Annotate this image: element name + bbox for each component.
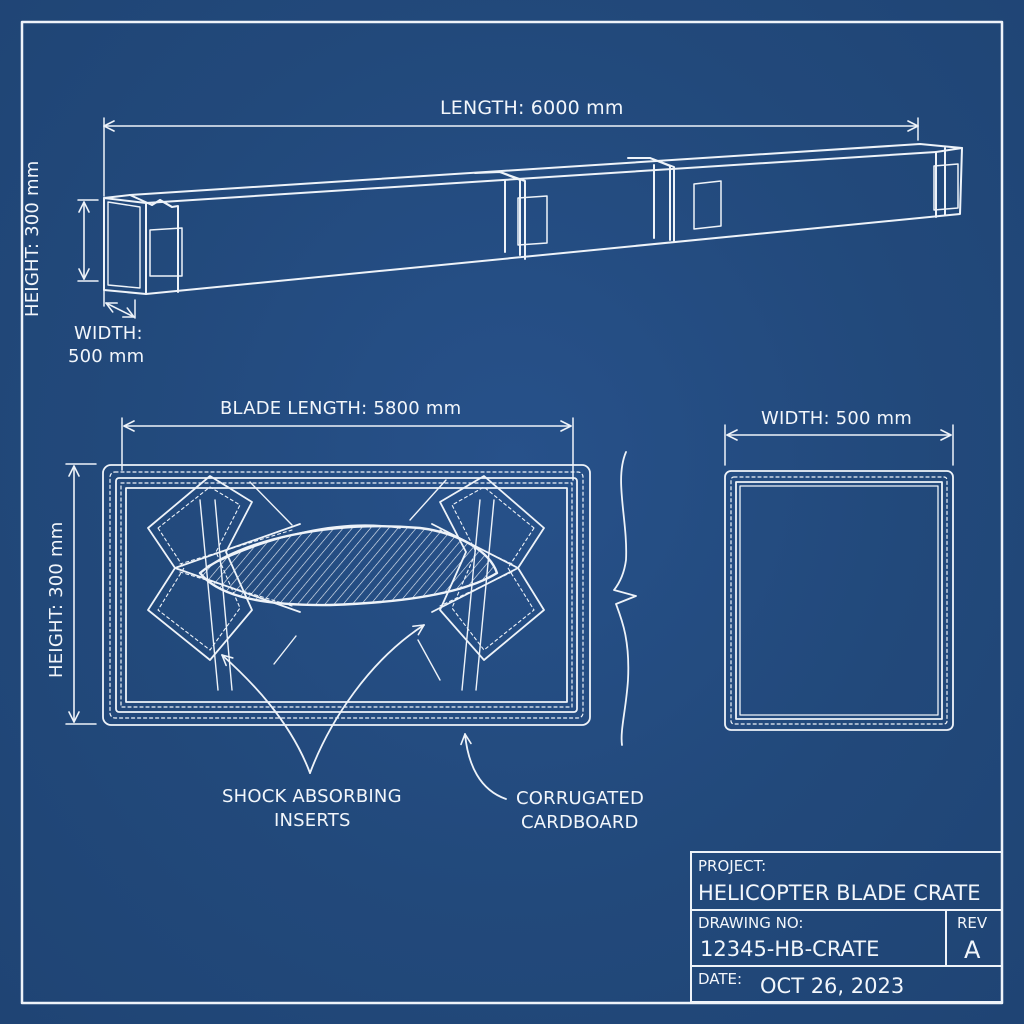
iso-height-label: HEIGHT: 300 mm	[22, 160, 43, 317]
date-cell: DATE: OCT 26, 2023	[690, 965, 1003, 1003]
project-caption: PROJECT:	[698, 857, 767, 875]
cardboard-callout-line1: CORRUGATED	[516, 788, 645, 809]
inserts-callout-line2: INSERTS	[274, 810, 351, 831]
end-view	[724, 424, 954, 731]
brace	[613, 451, 637, 746]
date-caption: DATE:	[698, 970, 743, 988]
cardboard-callout-line2: CARDBOARD	[521, 812, 639, 833]
drawing-cell: DRAWING NO: 12345-HB-CRATE	[690, 909, 947, 967]
rev-caption: REV	[957, 914, 988, 932]
project-value: HELICOPTER BLADE CRATE	[698, 881, 981, 905]
end-width-label: WIDTH: 500 mm	[761, 408, 913, 429]
drawing-caption: DRAWING NO:	[698, 914, 804, 932]
inserts-callout-line1: SHOCK ABSORBING	[222, 786, 402, 807]
rev-value: A	[964, 936, 981, 964]
sheet-border	[20, 20, 1004, 1005]
rev-cell: REV A	[945, 909, 1003, 967]
project-cell: PROJECT: HELICOPTER BLADE CRATE	[690, 851, 1003, 911]
date-value: OCT 26, 2023	[760, 974, 905, 998]
blade-length-label: BLADE LENGTH: 5800 mm	[220, 398, 462, 419]
isometric-crate	[77, 117, 963, 319]
iso-width-label-line1: WIDTH:	[74, 323, 143, 344]
length-label: LENGTH: 6000 mm	[440, 97, 624, 119]
section-height-label: HEIGHT: 300 mm	[46, 521, 67, 678]
blade-profile	[198, 525, 499, 607]
iso-width-label-line2: 500 mm	[68, 346, 145, 367]
section-view	[65, 417, 637, 800]
drawing-value: 12345-HB-CRATE	[700, 937, 880, 961]
